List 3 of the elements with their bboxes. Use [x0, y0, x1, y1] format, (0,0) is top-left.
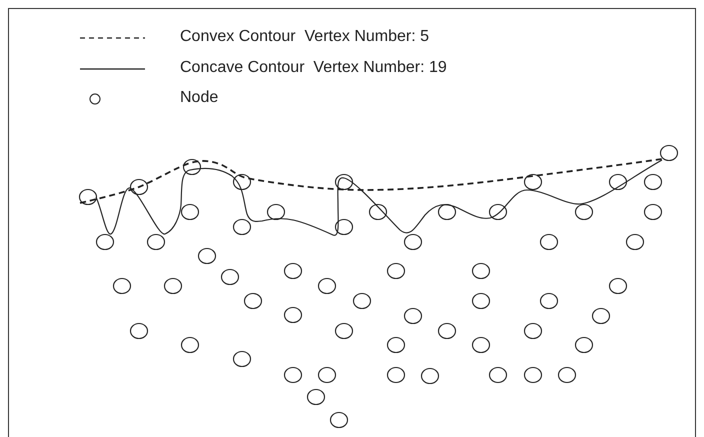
legend-text: Convex Contour Vertex Number: 5 [180, 28, 430, 46]
legend-text: Node [180, 89, 218, 107]
legend-text: Concave Contour Vertex Number: 19 [180, 59, 447, 77]
